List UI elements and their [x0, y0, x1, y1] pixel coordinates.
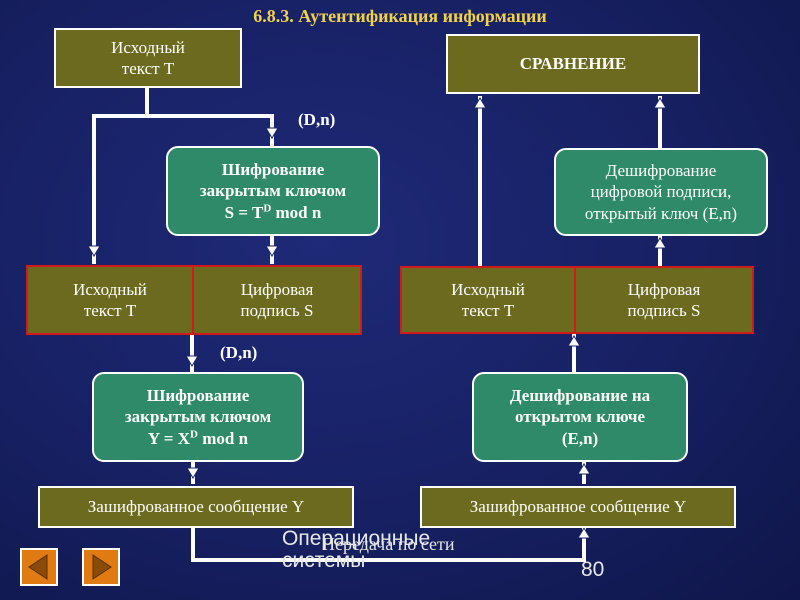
source-text-box: Исходный текст T: [54, 28, 242, 88]
key-label-top: (D,n): [298, 110, 336, 129]
page-number: 80: [581, 558, 605, 581]
left-encrypted-message-box: Зашифрованное сообщение Y: [38, 486, 354, 528]
transfer-label: Передача по сети: [322, 534, 455, 554]
decrypt-message-box: Дешифрование на открытом ключе (E,n): [472, 372, 688, 462]
encrypt-message-text: Шифрование закрытым ключом Y = XD mod n: [124, 386, 272, 448]
right-pair-signature-box: Цифровая подпись S: [574, 266, 754, 334]
prev-slide-button[interactable]: [20, 548, 58, 586]
arrow-source-to-encrypt-sign: [147, 114, 274, 146]
compare-box: СРАВНЕНИЕ: [446, 34, 700, 94]
next-slide-button[interactable]: [82, 548, 120, 586]
arrow-source-to-pair-text: [92, 88, 149, 264]
footer-course-title: Операционные системы: [282, 527, 431, 573]
key-label-bottom: (D,n): [220, 343, 258, 362]
triangle-right-icon: [92, 554, 112, 580]
left-pair-text-box: Исходный текст T: [26, 265, 194, 335]
slide-title: 6.8.3. Аутентификация информации: [253, 6, 547, 26]
decrypt-signature-box: Дешифрование цифровой подписи, открытый …: [554, 148, 768, 236]
right-encrypted-message-box: Зашифрованное сообщение Y: [420, 486, 736, 528]
encrypt-signature-text: Шифрование закрытым ключом S = TD mod n: [199, 160, 347, 222]
encrypt-signature-box: Шифрование закрытым ключом S = TD mod n: [166, 146, 380, 236]
encrypt-message-box: Шифрование закрытым ключом Y = XD mod n: [92, 372, 304, 462]
right-pair-text-box: Исходный текст T: [400, 266, 576, 334]
triangle-left-icon: [28, 554, 48, 580]
arrow-transfer: [191, 528, 586, 562]
left-pair-signature-box: Цифровая подпись S: [192, 265, 362, 335]
